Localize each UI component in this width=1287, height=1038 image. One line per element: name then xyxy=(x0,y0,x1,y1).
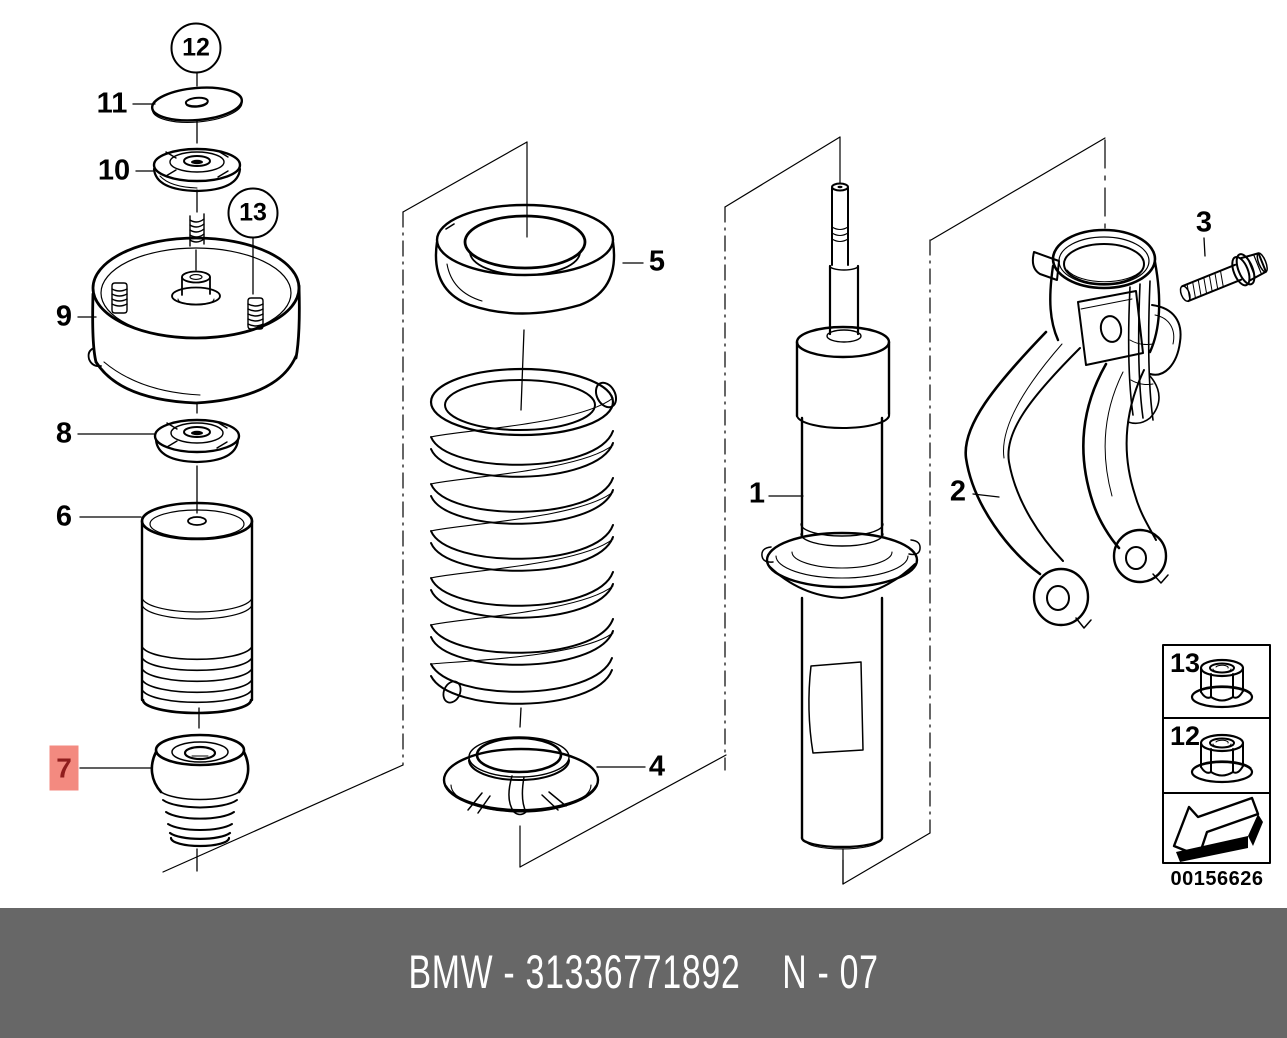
guide-support-drawing[interactable] xyxy=(87,236,301,405)
callout-6[interactable]: 6 xyxy=(55,500,73,533)
callout-13-label: 13 xyxy=(239,198,267,227)
callout-9-label: 9 xyxy=(55,300,73,333)
callout-1[interactable]: 1 xyxy=(748,477,766,510)
callout-12[interactable]: 12 xyxy=(170,22,222,74)
flange-nut-icon xyxy=(1190,733,1254,784)
callout-13[interactable]: 13 xyxy=(227,187,279,239)
callout-4-label: 4 xyxy=(648,750,666,783)
upper-spring-pad-drawing[interactable] xyxy=(434,203,616,315)
callout-11-label: 11 xyxy=(96,87,128,120)
callout-12-label: 12 xyxy=(182,33,210,62)
legend-item-13-label[interactable]: 13 xyxy=(1170,648,1201,678)
callout-7-highlighted[interactable]: 7 xyxy=(49,745,79,791)
wheel-carrier-drawing[interactable] xyxy=(964,228,1182,629)
callout-10[interactable]: 10 xyxy=(97,154,131,187)
callout-6-label: 6 xyxy=(55,500,73,533)
callout-2-label: 2 xyxy=(949,475,967,508)
callout-2[interactable]: 2 xyxy=(949,475,967,508)
callout-3-label: 3 xyxy=(1195,206,1213,239)
coil-spring-drawing[interactable] xyxy=(429,367,620,705)
threaded-stud-left xyxy=(111,282,128,314)
callout-3[interactable]: 3 xyxy=(1195,206,1213,239)
callout-10-label: 10 xyxy=(97,154,131,187)
threaded-stud-right xyxy=(247,297,264,330)
footer-part-number: BMW - 31336771892 xyxy=(408,945,741,998)
footer-text: BMW - 31336771892 N - 07 xyxy=(408,908,878,995)
callout-5-label: 5 xyxy=(648,245,666,278)
callout-9[interactable]: 9 xyxy=(55,300,73,333)
footer-bar: BMW - 31336771892 N - 07 xyxy=(0,908,1287,1038)
section-frame-lines xyxy=(162,136,1106,885)
spring-strut-drawing[interactable] xyxy=(761,182,921,885)
image-id: 00156626 xyxy=(1170,868,1264,890)
threaded-stud-top xyxy=(189,213,205,247)
callout-8-label: 8 xyxy=(55,417,73,450)
spring-back-coils xyxy=(430,397,614,665)
bump-stop-drawing[interactable] xyxy=(150,733,250,848)
support-bearing-drawing[interactable] xyxy=(152,147,242,193)
washer-drawing[interactable] xyxy=(150,84,244,126)
support-washer-drawing[interactable] xyxy=(153,418,241,464)
lower-spring-pad-drawing[interactable] xyxy=(442,736,600,816)
protection-tube-drawing[interactable] xyxy=(140,501,254,715)
hex-bolt-drawing[interactable] xyxy=(1176,246,1272,310)
flange-nut-icon xyxy=(1190,658,1254,709)
callout-11[interactable]: 11 xyxy=(96,87,128,120)
callout-7-label: 7 xyxy=(56,752,72,783)
callout-1-label: 1 xyxy=(748,477,766,510)
legend-item-12-label[interactable]: 12 xyxy=(1170,721,1201,751)
callout-8[interactable]: 8 xyxy=(55,417,73,450)
spring-front-coils xyxy=(430,430,614,705)
footer-sheet-code: N - 07 xyxy=(782,945,879,998)
direction-arrow-icon xyxy=(1172,796,1263,862)
callout-4[interactable]: 4 xyxy=(648,750,666,783)
callout-5[interactable]: 5 xyxy=(648,245,666,278)
